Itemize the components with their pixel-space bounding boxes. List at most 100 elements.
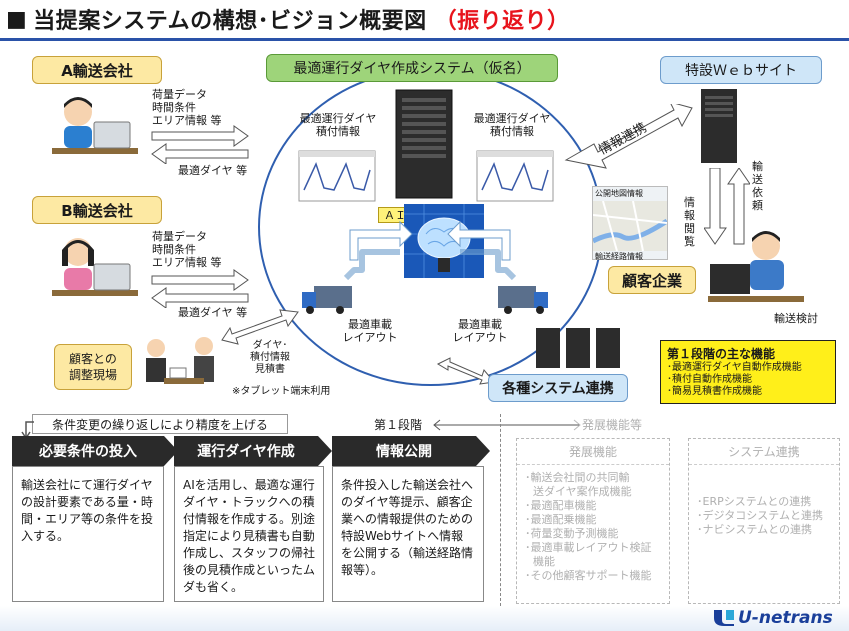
truck-left-label-line: レイアウト xyxy=(342,331,398,344)
website-vertical-arrows xyxy=(704,168,750,245)
tablet-info-line: 見積書 xyxy=(255,364,285,375)
truck-right-icon xyxy=(498,286,548,314)
title-suffix: （振り返り） xyxy=(434,9,570,34)
company-b-data-line: エリア情報 等 xyxy=(152,256,222,269)
website-label: 特設Ｗｅｂサイト xyxy=(660,56,822,84)
step-2-body: AIを活用し、最適な運行ダイヤ・トラックへの積付情報を作成する。別途指定により見… xyxy=(174,466,324,602)
company-a-data-line: 時間条件 xyxy=(152,101,196,114)
chart-right-label-line: 積付情報 xyxy=(490,125,534,138)
company-b-label: B輸送会社 xyxy=(32,196,162,224)
company-a-arrows xyxy=(151,125,249,164)
phase-divider-arrow xyxy=(433,419,581,431)
company-a-label: A輸送会社 xyxy=(32,56,162,84)
future-function-item: 送ダイヤ案作成機能 xyxy=(533,485,632,498)
step-2-chevron xyxy=(318,436,332,466)
phase-divider-right: 発展機能等 xyxy=(582,418,643,432)
logo-mark-icon xyxy=(714,610,734,626)
truck-left-label-line: 最適車載 xyxy=(348,318,392,331)
ai-brain-icon xyxy=(404,204,484,278)
request-char: 依 xyxy=(752,186,763,199)
chart-right-label-line: 最適運行ダイヤ xyxy=(473,112,551,125)
truck-right-label: 最適車載 レイアウト xyxy=(450,318,510,344)
browse-char: 報 xyxy=(684,209,695,222)
tablet-info-line: 積付情報 xyxy=(250,352,290,363)
future-links-list: ･ERPシステムとの連携 ･デジタコシステムと連携 ･ナビシステムとの連携 xyxy=(689,465,839,537)
coordination-label-line: 調整現場 xyxy=(68,368,117,382)
tablet-note: ※タブレット端末利用 xyxy=(232,386,331,397)
company-a-data-line: エリア情報 等 xyxy=(152,114,222,127)
company-b-return-label: 最適ダイヤ 等 xyxy=(178,306,248,319)
company-a-data-line: 荷量データ xyxy=(152,88,207,101)
coordination-arrow xyxy=(221,309,299,345)
step-3-body: 条件投入した輸送会社へのダイヤ等提示、顧客企業への情報提供のための特設Webサイ… xyxy=(332,466,484,602)
logo-text: U-netrans xyxy=(738,608,833,628)
chart-right-label: 最適運行ダイヤ 積付情報 xyxy=(472,112,552,138)
chart-left-label-line: 最適運行ダイヤ xyxy=(299,112,377,125)
truck-right-label-line: レイアウト xyxy=(452,331,508,344)
chart-left-label: 最適運行ダイヤ 積付情報 xyxy=(298,112,378,138)
map-title: 公開地図情報 xyxy=(595,189,643,198)
coordination-label: 顧客との 調整現場 xyxy=(54,344,132,390)
future-function-item: 機能 xyxy=(533,555,555,568)
step-2-title: 運行ダイヤ作成 xyxy=(174,436,318,466)
coordination-label-line: 顧客との xyxy=(69,352,117,366)
future-functions-list: ･輸送会社間の共同輸 送ダイヤ案作成機能 ･最適配車機能 ･最適配乗機能 ･荷量… xyxy=(517,465,669,589)
company-a-person-icon xyxy=(52,97,138,154)
browse-char: 覧 xyxy=(684,235,695,248)
page-title: ■ 当提案システムの構想･ビジョン概要図 （振り返り） xyxy=(6,4,846,35)
browse-char: 情 xyxy=(684,196,695,209)
inner-arrows xyxy=(343,220,517,280)
company-a-return-label: 最適ダイヤ 等 xyxy=(178,164,248,177)
system-link-arrow xyxy=(436,357,495,385)
future-links-box: システム連携 ･ERPシステムとの連携 ･デジタコシステムと連携 ･ナビシステム… xyxy=(688,438,840,604)
future-functions-title: 発展機能 xyxy=(517,439,669,465)
customer-caption: 輸送検討 xyxy=(774,312,818,325)
step-1-chevron xyxy=(164,436,178,466)
map-caption: 輸送経路情報 xyxy=(595,252,643,261)
future-function-item: ･最適車載レイアウト検証 xyxy=(525,541,652,554)
future-functions-box: 発展機能 ･輸送会社間の共同輸 送ダイヤ案作成機能 ･最適配車機能 ･最適配乗機… xyxy=(516,438,670,604)
company-b-data-list: 荷量データ 時間条件 エリア情報 等 xyxy=(152,230,222,269)
step-3-title: 情報公開 xyxy=(332,436,476,466)
system-link-label: 各種システム連携 xyxy=(488,374,628,402)
future-links-title: システム連携 xyxy=(689,439,839,465)
customer-person-icon xyxy=(708,231,804,302)
future-function-item: ･輸送会社間の共同輸 xyxy=(525,471,630,484)
future-function-item: ･その他顧客サポート機能 xyxy=(525,569,652,582)
phase1-feature-item: ･積付自動作成機能 xyxy=(667,374,752,385)
customer-label: 顧客企業 xyxy=(608,266,696,294)
title-underline xyxy=(0,38,849,41)
browse-label: 情 報 閲 覧 xyxy=(684,196,698,248)
company-a-data-list: 荷量データ 時間条件 エリア情報 等 xyxy=(152,88,222,127)
step-3-chevron xyxy=(476,436,490,466)
company-b-data-line: 時間条件 xyxy=(152,243,196,256)
ai-label: ＡＩ xyxy=(378,207,412,223)
truck-left-icon xyxy=(302,286,352,314)
chart-left-icon xyxy=(298,150,376,202)
request-char: 送 xyxy=(752,173,763,186)
company-b-arrows xyxy=(151,269,249,308)
browse-char: 閲 xyxy=(684,222,695,235)
request-char: 輸 xyxy=(752,160,763,173)
truck-left-label: 最適車載 レイアウト xyxy=(340,318,400,344)
phase1-feature-item: ･簡易見積書作成機能 xyxy=(667,386,762,397)
phase1-features-box: 第１段階の主な機能 ･最適運行ダイヤ自動作成機能 ･積付自動作成機能 ･簡易見積… xyxy=(660,340,836,404)
truck-right-label-line: 最適車載 xyxy=(458,318,502,331)
tablet-info: ダイヤ･ 積付情報 見積書 xyxy=(246,340,294,376)
future-function-item: ･最適配車機能 xyxy=(525,499,597,512)
footer-bar xyxy=(0,606,849,631)
company-b-data-line: 荷量データ xyxy=(152,230,207,243)
map-panel: 公開地図情報 輸送経路情報 xyxy=(592,186,668,261)
info-link-arrow xyxy=(564,104,693,169)
system-label: 最適運行ダイヤ作成システム（仮名） xyxy=(266,54,558,82)
future-function-item: ･荷量変動予測機能 xyxy=(525,527,619,540)
step-1-body: 輸送会社にて運行ダイヤの設計要素である量・時間・エリア等の条件を投入する。 xyxy=(12,466,164,602)
website-server-icon xyxy=(701,89,737,163)
future-link-item: ･ナビシステムとの連携 xyxy=(697,523,813,536)
request-label: 輸 送 依 頼 xyxy=(752,160,766,212)
map-icon xyxy=(593,201,667,251)
phase-divider-left: 第１段階 xyxy=(374,418,423,432)
title-square: ■ xyxy=(6,6,28,32)
request-char: 頼 xyxy=(752,199,763,212)
chart-right-icon xyxy=(476,150,554,202)
